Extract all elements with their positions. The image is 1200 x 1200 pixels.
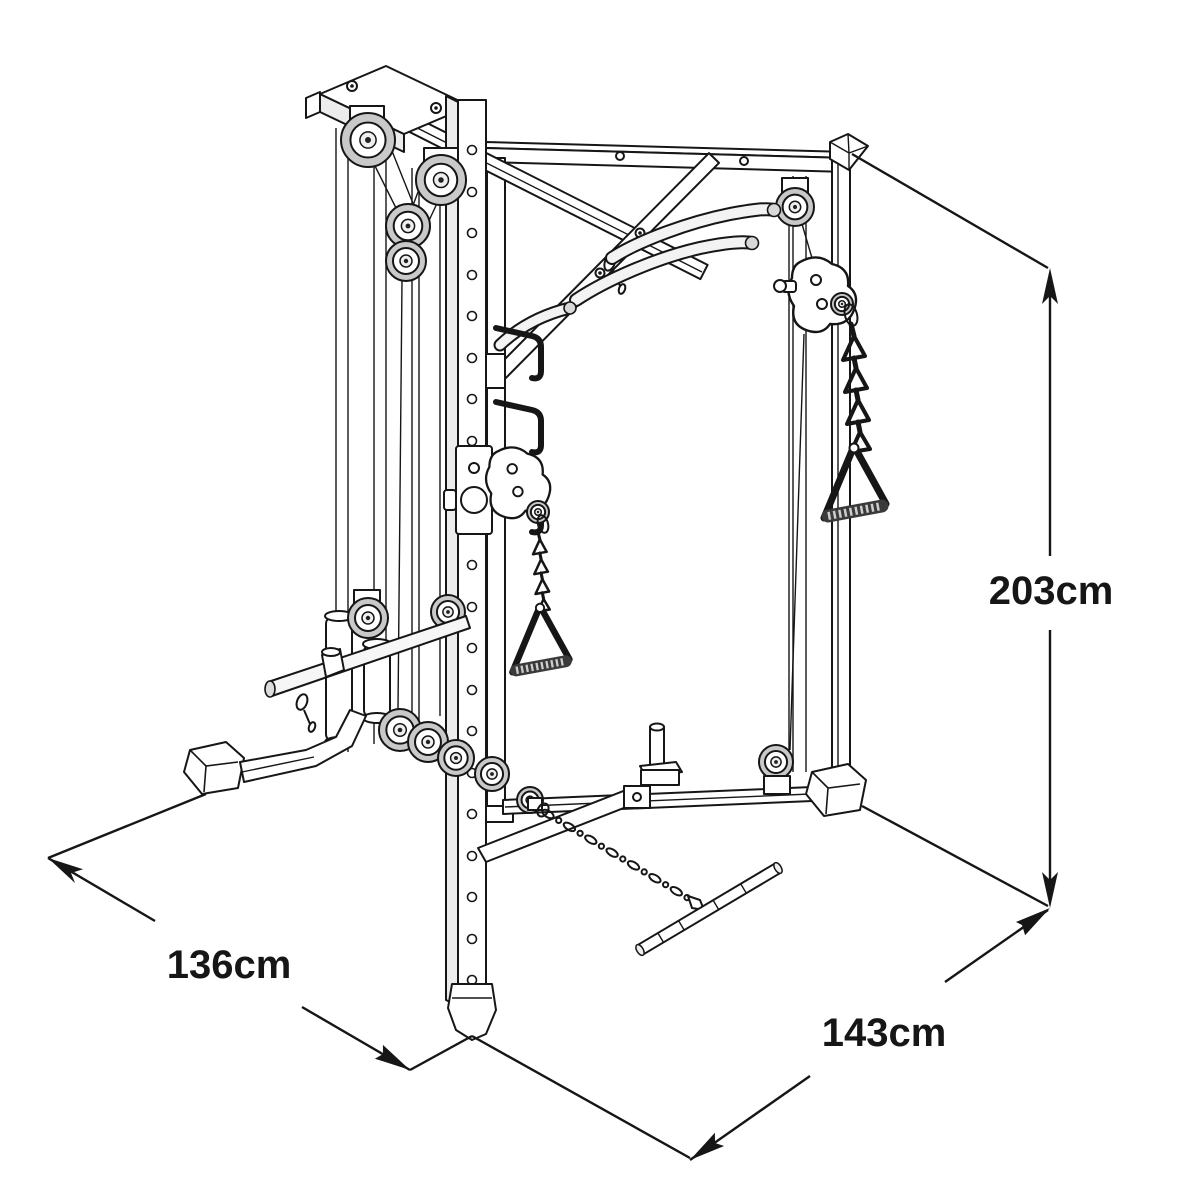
pulley <box>347 597 389 639</box>
extension-line <box>409 1034 473 1072</box>
pulley-bracket <box>763 775 791 795</box>
pulley <box>385 240 427 282</box>
rail-bolt <box>739 156 749 166</box>
ladder-strap-left <box>531 530 552 613</box>
pulley <box>474 756 510 792</box>
cable <box>789 333 805 751</box>
arrowhead-upleft <box>48 858 84 884</box>
stirrup-handle-left <box>512 604 569 673</box>
pullup-assembly <box>355 89 782 389</box>
rail-bolt <box>615 151 625 161</box>
pulley <box>414 153 468 207</box>
extension-line <box>47 792 207 860</box>
cable <box>801 223 813 259</box>
extension-line <box>471 1034 691 1160</box>
arrowhead-downright <box>374 1044 410 1070</box>
dimension-depth: 136cm <box>47 792 473 1072</box>
pulley <box>339 111 397 169</box>
extension-line <box>861 804 1049 908</box>
pullup-handles <box>493 202 782 352</box>
chain <box>527 797 705 911</box>
front-leg <box>239 709 367 783</box>
dim-width-label: 143cm <box>822 1011 947 1055</box>
left-tower <box>305 65 569 1041</box>
tower-foot-cap <box>447 983 497 1041</box>
base-assembly <box>183 615 783 957</box>
arrowhead-up <box>1042 268 1058 304</box>
right-foot <box>805 763 867 817</box>
pulley <box>775 187 815 227</box>
adjustment-holes <box>466 144 478 986</box>
carabiner <box>536 514 550 534</box>
extension-line <box>851 152 1049 270</box>
pulley <box>437 739 475 777</box>
main-upright <box>445 95 497 1041</box>
dim-height-label: 203cm <box>989 569 1114 613</box>
dim-depth-label: 136cm <box>167 943 292 987</box>
front-left-foot <box>183 741 245 795</box>
dimension-width: 143cm <box>471 908 1050 1161</box>
straight-bar <box>264 615 471 733</box>
arrowhead-upright <box>1015 908 1050 936</box>
adjustable-carriage <box>443 445 493 535</box>
right-trolley-assembly <box>773 256 886 518</box>
weight-horn <box>639 722 683 786</box>
arrowhead-down <box>1042 872 1058 908</box>
arrowhead-downleft <box>690 1132 725 1160</box>
row-bar <box>635 861 783 957</box>
pulley <box>758 744 794 780</box>
dimension-height: 203cm <box>851 152 1114 908</box>
